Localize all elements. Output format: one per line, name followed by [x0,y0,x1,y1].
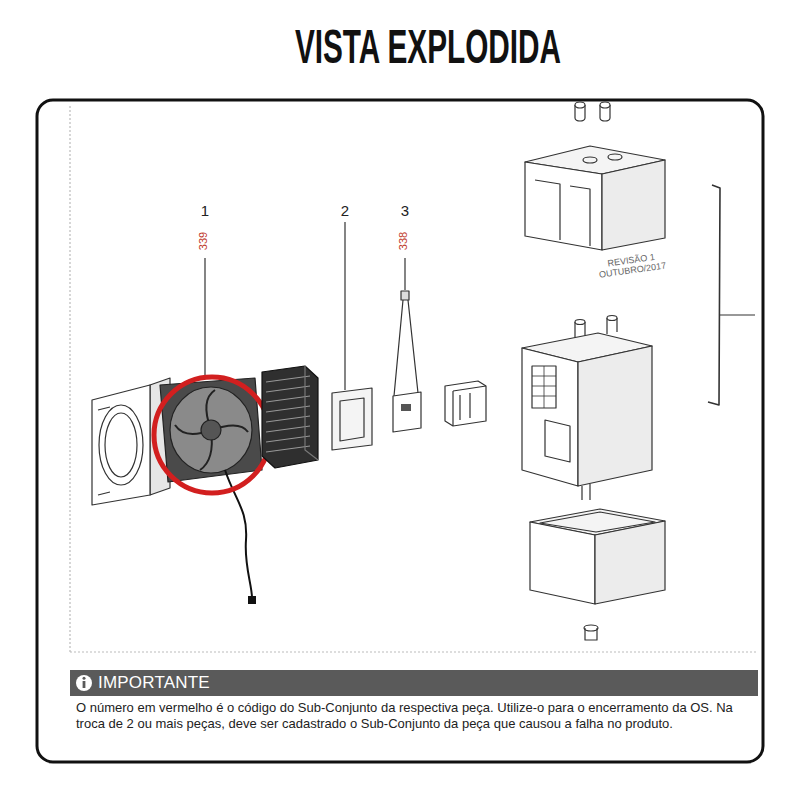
border-dash [69,106,70,652]
info-icon [76,675,92,691]
notice-heading: IMPORTANTE [70,670,758,696]
base-box [530,509,665,604]
main-module [522,316,652,501]
rod [708,185,755,405]
revision-note: REVISÃO 1 OUTUBRO/2017 [586,250,678,282]
notice-box: IMPORTANTEO número em vermelho é o códig… [70,670,758,734]
info-icon [83,677,86,680]
page-title: VISTA EXPLODIDA [242,20,614,74]
leader-line [344,222,345,390]
connector-block [445,381,486,426]
callout-number: 1 [201,203,209,220]
subassembly-code: 339 [197,232,209,250]
sensor-cable [393,291,421,432]
foot [584,625,598,640]
thermal-pad [332,388,372,450]
notice-header-bar [70,670,758,696]
fan-housing [92,378,170,505]
frame [37,100,763,762]
heatsink [262,366,318,468]
border-dash [70,651,757,652]
subassembly-code: 338 [397,232,409,250]
notice-body: O número em vermelho é o código do Sub-C… [70,696,758,734]
leader-line [204,258,205,378]
callout-number: 3 [401,203,409,220]
info-icon [83,681,86,688]
top-cap [525,102,665,250]
callout-number: 2 [341,203,349,220]
leader-line [404,258,405,290]
highlight-circle [154,377,270,493]
